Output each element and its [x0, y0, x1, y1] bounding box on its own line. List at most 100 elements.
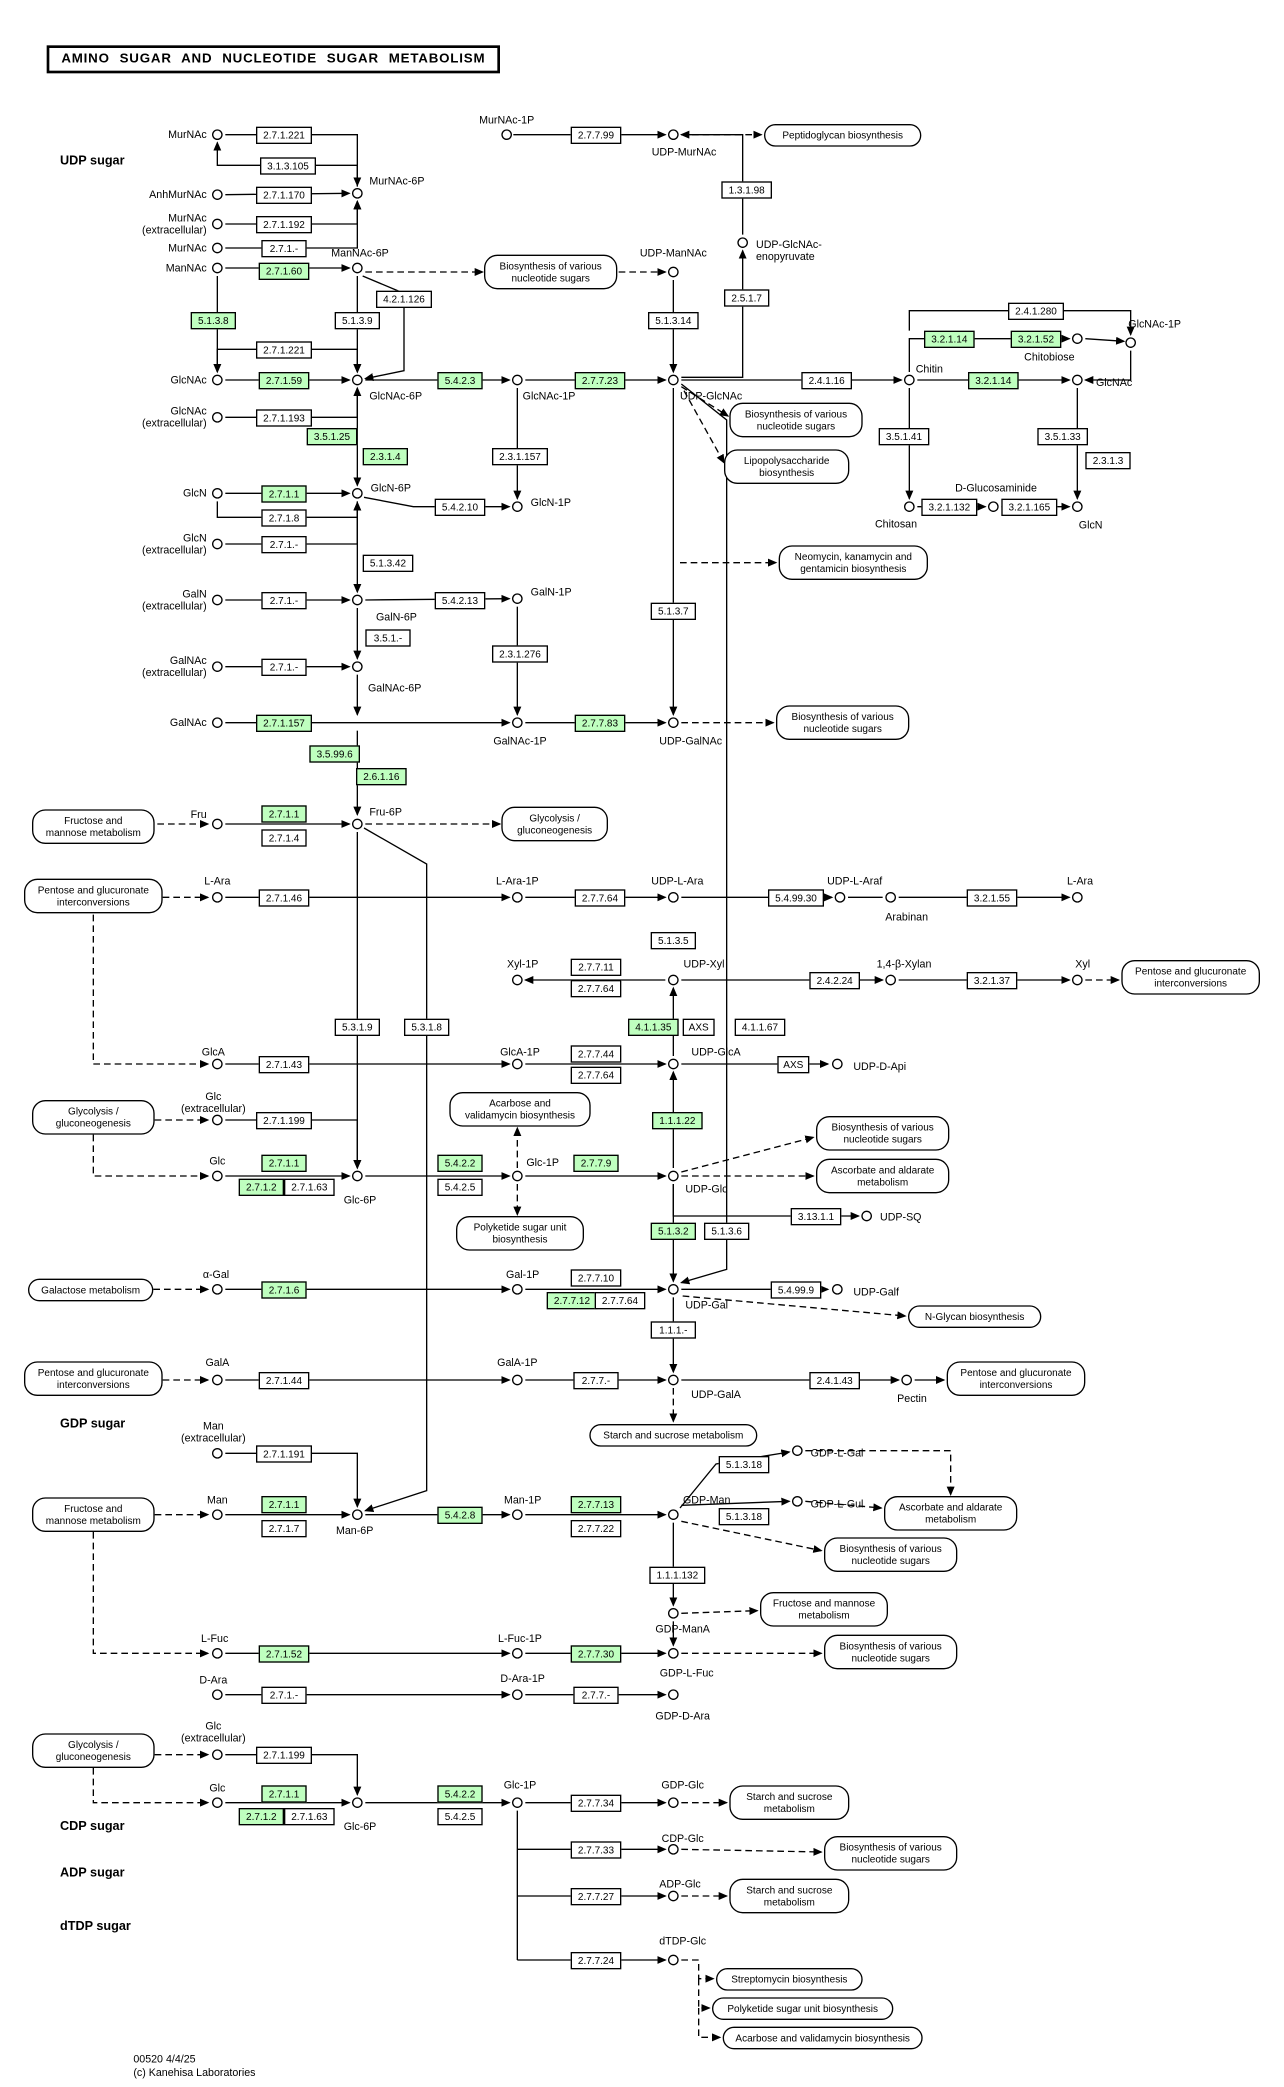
compound-Glc-6P-2[interactable]	[351, 1797, 363, 1808]
enzyme-3.5.1.-[interactable]: 3.5.1.-	[365, 628, 411, 646]
pathway-link[interactable]: Biosynthesis of various nucleotide sugar…	[483, 254, 618, 290]
compound-MurNAc-6P[interactable]	[351, 187, 363, 199]
compound-ManNAc[interactable]	[211, 262, 223, 274]
enzyme-5.1.3.42[interactable]: 5.1.3.42	[362, 553, 414, 572]
compound-UDP-L-Ara[interactable]	[667, 891, 679, 903]
compound-UDP-Xyl[interactable]	[667, 974, 679, 986]
compound-MurNAc-1P[interactable]	[501, 129, 512, 140]
enzyme-2.7.7.-[interactable]: 2.7.7.-	[573, 1685, 619, 1704]
enzyme-5.3.1.9[interactable]: 5.3.1.9	[334, 1017, 380, 1036]
enzyme-3.2.1.132[interactable]: 3.2.1.132	[921, 497, 978, 516]
enzyme-5.4.2.2[interactable]: 5.4.2.2	[437, 1784, 483, 1802]
enzyme-2.7.7.33[interactable]: 2.7.7.33	[570, 1840, 622, 1858]
pathway-link[interactable]: Glycolysis / gluconeogenesis	[501, 806, 608, 842]
enzyme-3.2.1.14[interactable]: 3.2.1.14	[923, 329, 975, 348]
compound-GDP-Glc[interactable]	[667, 1797, 679, 1808]
enzyme-2.4.2.24[interactable]: 2.4.2.24	[809, 971, 860, 989]
enzyme-5.1.3.7[interactable]: 5.1.3.7	[650, 601, 696, 620]
enzyme-5.4.2.3[interactable]: 5.4.2.3	[437, 371, 483, 389]
enzyme-2.7.7.27[interactable]: 2.7.7.27	[570, 1887, 622, 1905]
enzyme-2.4.1.43[interactable]: 2.4.1.43	[809, 1371, 860, 1389]
enzyme-5.1.3.5[interactable]: 5.1.3.5	[650, 931, 696, 949]
enzyme-2.7.7.13[interactable]: 2.7.7.13	[570, 1495, 622, 1513]
pathway-link[interactable]: Polyketide sugar unit biosynthesis	[455, 1215, 584, 1251]
compound-UDP-D-Api[interactable]	[831, 1058, 843, 1070]
compound-UDP-GlcNAc[interactable]	[667, 374, 679, 386]
compound-GlcNAc[interactable]	[211, 374, 223, 386]
enzyme-3.5.99.6[interactable]: 3.5.99.6	[309, 744, 360, 762]
compound-GlcA[interactable]	[211, 1058, 223, 1070]
enzyme-2.7.1.8[interactable]: 2.7.1.8	[261, 508, 307, 526]
enzyme-2.7.1.59[interactable]: 2.7.1.59	[258, 371, 310, 389]
compound-Man[interactable]	[211, 1509, 223, 1520]
compound-GalNAc[interactable]	[211, 717, 223, 728]
enzyme-2.7.1.1[interactable]: 2.7.1.1	[261, 1495, 307, 1513]
compound-GlcN[interactable]	[211, 487, 223, 499]
compound-Glc-extracellular-2[interactable]	[211, 1749, 223, 1760]
enzyme-5.1.3.8[interactable]: 5.1.3.8	[190, 311, 236, 329]
enzyme-5.4.2.8[interactable]: 5.4.2.8	[437, 1505, 483, 1524]
pathway-link[interactable]: Peptidoglycan biosynthesis	[763, 123, 922, 146]
pathway-link[interactable]: Galactose metabolism	[27, 1277, 154, 1301]
compound-MurNAc-2[interactable]	[211, 242, 223, 254]
compound-Man-1P[interactable]	[511, 1509, 523, 1520]
enzyme-5.4.2.10[interactable]: 5.4.2.10	[434, 497, 486, 516]
enzyme-2.7.1.43[interactable]: 2.7.1.43	[258, 1055, 310, 1073]
enzyme-2.7.1.221[interactable]: 2.7.1.221	[255, 340, 312, 358]
compound-GlcNAc-1P[interactable]	[511, 374, 523, 386]
enzyme-2.7.1.-[interactable]: 2.7.1.-	[261, 239, 307, 257]
compound-GlcN-extracellular[interactable]	[211, 538, 223, 550]
pathway-link[interactable]: Ascorbate and aldarate metabolism	[815, 1158, 950, 1194]
enzyme-AXS[interactable]: AXS	[682, 1017, 715, 1036]
enzyme-2.7.7.44[interactable]: 2.7.7.44	[570, 1044, 622, 1062]
compound-GlcNAc-extracellular[interactable]	[211, 411, 223, 423]
pathway-link[interactable]: Biosynthesis of various nucleotide sugar…	[823, 1634, 958, 1670]
enzyme-3.2.1.52[interactable]: 3.2.1.52	[1010, 329, 1062, 348]
pathway-link[interactable]: Pentose and glucuronate interconversions	[1121, 959, 1260, 995]
enzyme-2.7.1.-[interactable]: 2.7.1.-	[261, 657, 307, 676]
compound-Fru[interactable]	[211, 818, 223, 830]
compound-Xylan[interactable]	[885, 974, 896, 986]
enzyme-5.4.99.30[interactable]: 5.4.99.30	[767, 888, 824, 906]
enzyme-2.7.1.199[interactable]: 2.7.1.199	[255, 1111, 312, 1129]
enzyme-5.1.3.2[interactable]: 5.1.3.2	[650, 1221, 696, 1240]
enzyme-4.2.1.126[interactable]: 4.2.1.126	[375, 289, 432, 308]
compound-alpha-Gal[interactable]	[211, 1283, 223, 1295]
enzyme-2.7.1.-[interactable]: 2.7.1.-	[261, 1685, 307, 1704]
enzyme-2.7.1.63[interactable]: 2.7.1.63	[283, 1807, 335, 1825]
compound-MurNAc-extracellular[interactable]	[211, 218, 223, 230]
compound-Chitosan[interactable]	[903, 501, 915, 512]
enzyme-3.2.1.165[interactable]: 3.2.1.165	[1001, 497, 1058, 516]
pathway-link[interactable]: Polyketide sugar unit biosynthesis	[711, 1996, 894, 2020]
enzyme-2.3.1.157[interactable]: 2.3.1.157	[491, 447, 548, 465]
enzyme-2.7.1.-[interactable]: 2.7.1.-	[261, 535, 307, 553]
enzyme-5.4.2.2[interactable]: 5.4.2.2	[437, 1153, 483, 1172]
enzyme-2.7.7.11[interactable]: 2.7.7.11	[570, 957, 622, 976]
enzyme-2.7.7.83[interactable]: 2.7.7.83	[574, 713, 626, 732]
compound-UDP-GalA[interactable]	[667, 1374, 679, 1386]
enzyme-5.1.3.14[interactable]: 5.1.3.14	[647, 311, 699, 329]
pathway-link[interactable]: Fructose and mannose metabolism	[759, 1591, 888, 1627]
enzyme-2.7.1.191[interactable]: 2.7.1.191	[255, 1444, 312, 1462]
compound-L-Fuc-1P[interactable]	[511, 1647, 523, 1659]
compound-D-Ara[interactable]	[211, 1689, 223, 1700]
enzyme-5.4.2.5[interactable]: 5.4.2.5	[437, 1177, 483, 1196]
enzyme-2.7.7.34[interactable]: 2.7.7.34	[570, 1793, 622, 1812]
compound-Arabinan[interactable]	[885, 891, 896, 903]
compound-ManNAc-6P[interactable]	[351, 262, 363, 274]
pathway-link[interactable]: Glycolysis / gluconeogenesis	[31, 1099, 155, 1135]
enzyme-2.7.1.52[interactable]: 2.7.1.52	[258, 1644, 310, 1662]
enzyme-2.7.7.9[interactable]: 2.7.7.9	[573, 1153, 619, 1172]
enzyme-2.7.7.10[interactable]: 2.7.7.10	[570, 1268, 622, 1286]
pathway-link[interactable]: Acarbose and validamycin biosynthesis	[449, 1091, 591, 1127]
compound-GalN-extracellular[interactable]	[211, 594, 223, 606]
compound-GlcN-6P[interactable]	[351, 487, 363, 499]
enzyme-2.7.7.-[interactable]: 2.7.7.-	[573, 1371, 619, 1389]
pathway-link[interactable]: Biosynthesis of various nucleotide sugar…	[823, 1835, 958, 1871]
enzyme-2.7.7.22[interactable]: 2.7.7.22	[570, 1519, 622, 1537]
enzyme-1.3.1.98[interactable]: 1.3.1.98	[721, 180, 772, 198]
compound-UDP-MurNAc[interactable]	[667, 129, 679, 140]
compound-L-Ara-1P[interactable]	[511, 891, 523, 903]
compound-dTDP-Glc[interactable]	[667, 1954, 679, 1966]
pathway-link[interactable]: Ascorbate and aldarate metabolism	[883, 1495, 1018, 1531]
